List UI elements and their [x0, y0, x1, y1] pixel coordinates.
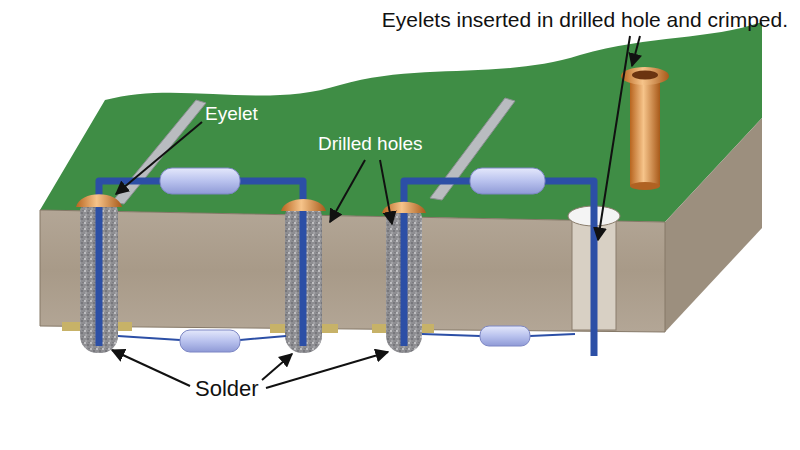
component-body — [470, 168, 545, 194]
eyelet-bore — [632, 71, 658, 80]
leader-arrow — [632, 36, 640, 66]
component-body — [160, 168, 240, 194]
board-section — [40, 210, 665, 332]
eyelet — [630, 182, 660, 190]
leader-arrow — [598, 36, 630, 240]
eyelet-cap — [281, 199, 326, 211]
eyelet — [630, 78, 660, 186]
callout-label: Solder — [195, 376, 259, 401]
leader-arrow — [116, 122, 202, 194]
callout-label: Drilled holes — [318, 133, 423, 155]
component-body — [180, 330, 240, 352]
leader-arrow — [112, 350, 190, 386]
leader-arrow — [262, 354, 292, 380]
board-end — [665, 118, 762, 332]
component-lead — [545, 181, 594, 356]
leader-arrow — [330, 160, 365, 222]
leader-arrow — [266, 352, 388, 388]
eyelet-cap — [76, 194, 122, 207]
callout-label: Eyelet — [205, 103, 258, 125]
eyelet-flange — [621, 67, 669, 85]
callout-label: Eyelets inserted in drilled hole and cri… — [382, 8, 788, 32]
leader-arrow — [380, 160, 392, 224]
component-body — [480, 326, 530, 346]
